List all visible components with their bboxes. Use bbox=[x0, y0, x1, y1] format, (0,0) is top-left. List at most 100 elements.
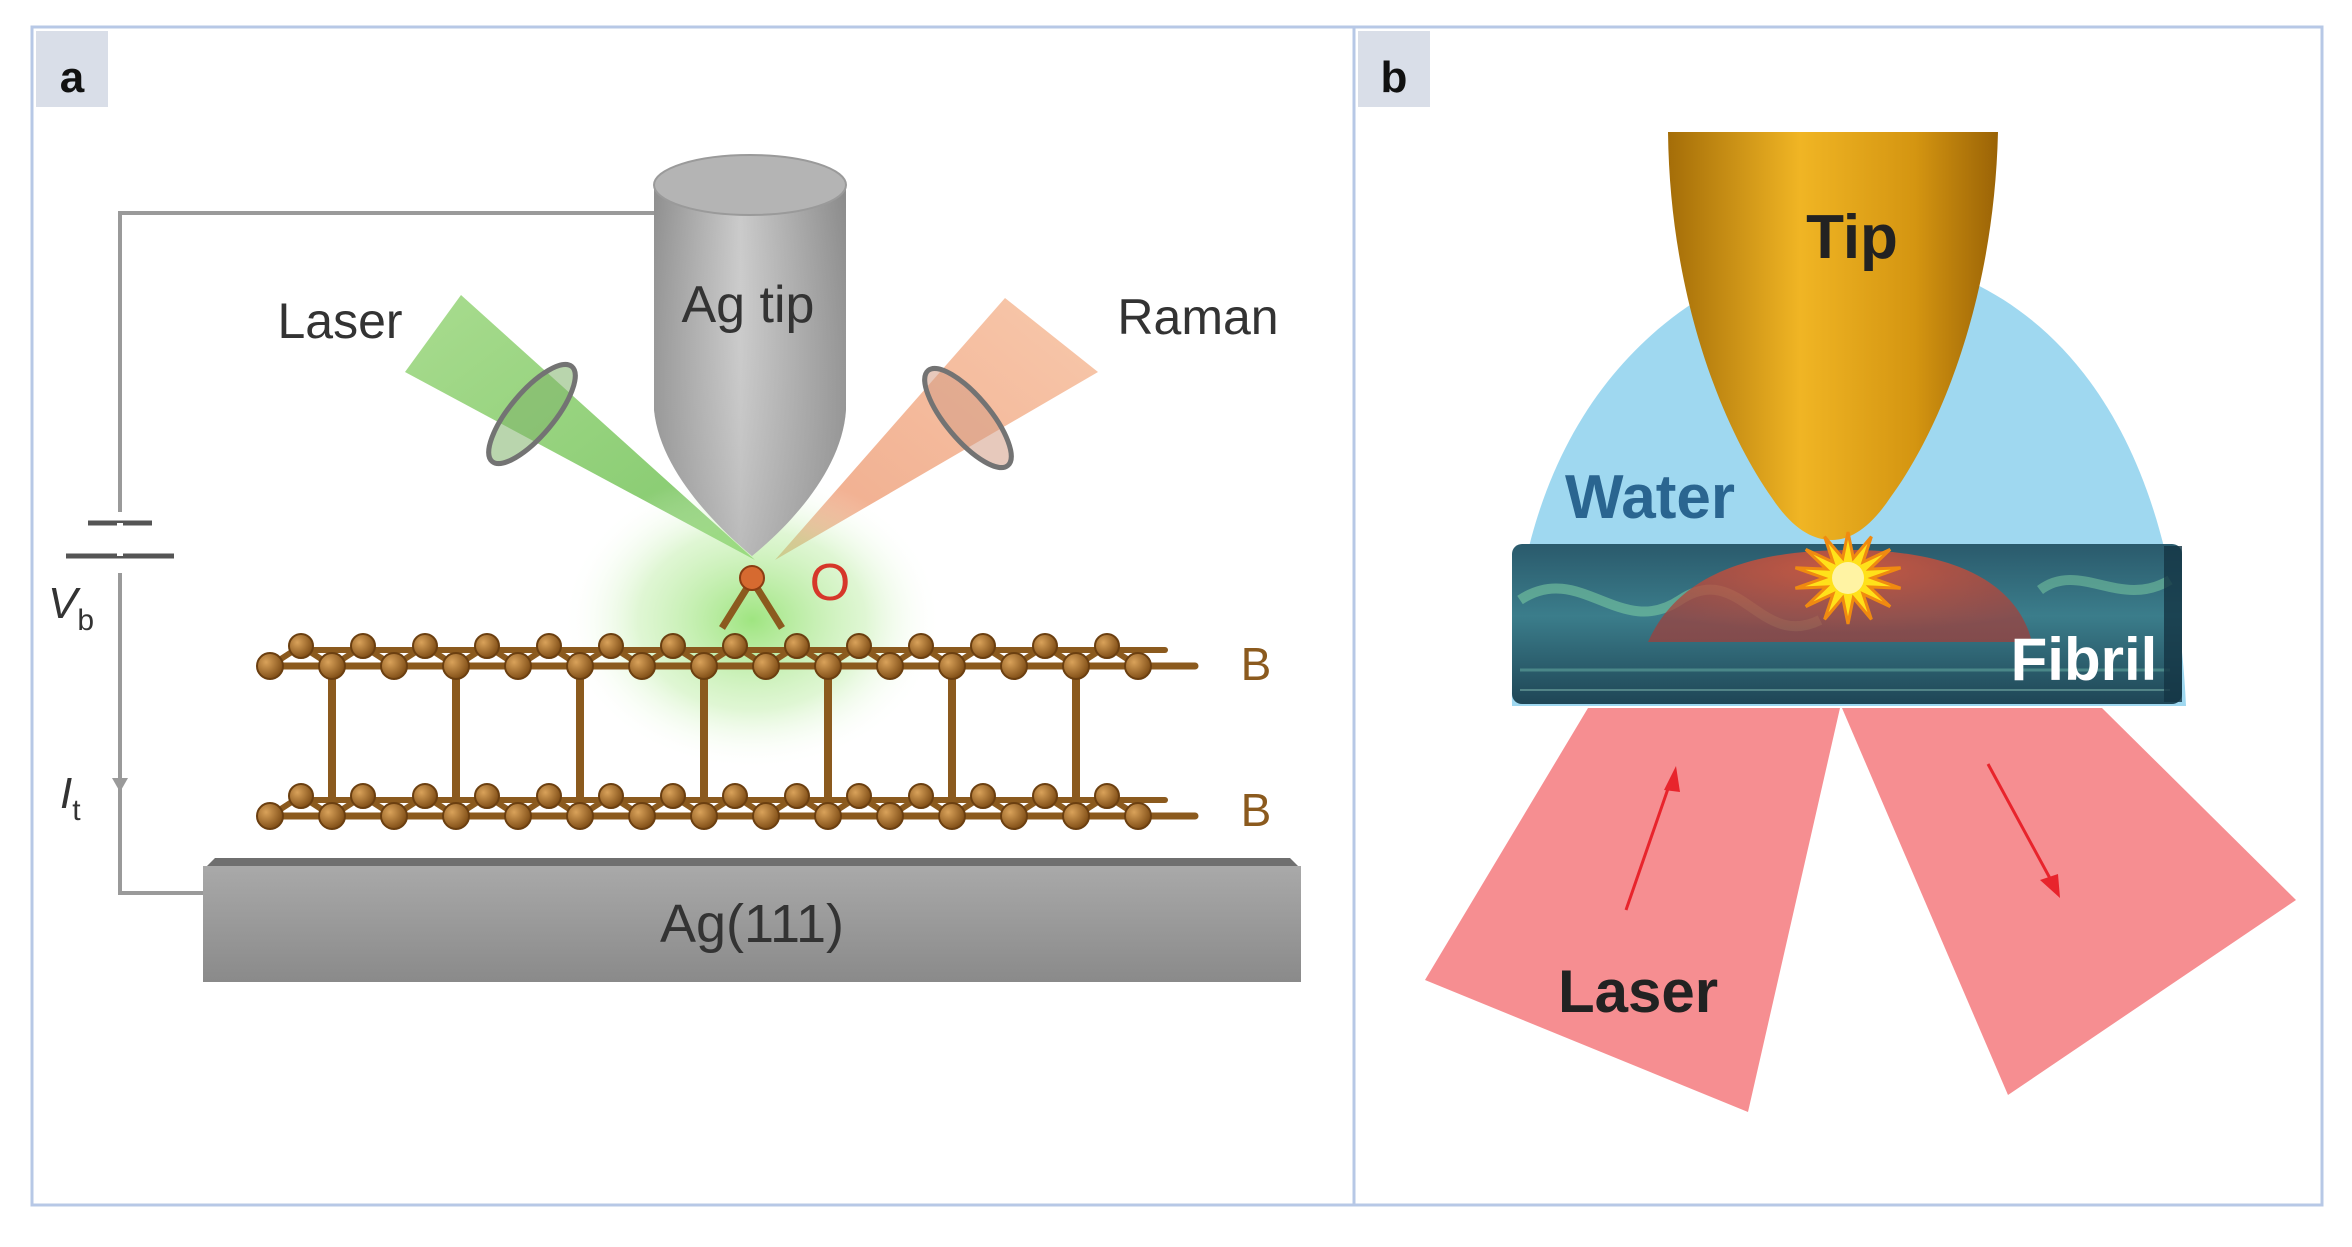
laser-lens-icon bbox=[486, 361, 578, 467]
boron-atom bbox=[350, 783, 376, 809]
substrate bbox=[203, 866, 1301, 982]
oxygen-label: O bbox=[810, 554, 850, 612]
boron-atom bbox=[846, 783, 872, 809]
boron-bottom-label: B bbox=[1241, 784, 1272, 836]
boron-atom bbox=[1124, 652, 1152, 680]
boron-atom bbox=[598, 783, 624, 809]
boron-atom bbox=[660, 783, 686, 809]
boron-atom bbox=[938, 652, 966, 680]
laser-label: Laser bbox=[277, 293, 402, 349]
fibril-end-cap bbox=[2164, 546, 2182, 702]
oxygen-atom bbox=[719, 565, 785, 630]
boron-atom bbox=[1124, 802, 1152, 830]
boron-atom bbox=[1032, 633, 1058, 659]
boron-atom bbox=[970, 633, 996, 659]
boron-atom bbox=[442, 652, 470, 680]
boron-atom bbox=[660, 633, 686, 659]
boron-atom bbox=[504, 802, 532, 830]
boron-atom bbox=[784, 783, 810, 809]
panel-b: b Water Laser Fibril Tip bbox=[1352, 25, 2324, 1207]
substrate-top-face bbox=[205, 858, 1300, 868]
oxygen-sphere bbox=[739, 565, 765, 591]
boron-atom bbox=[380, 652, 408, 680]
raman-label: Raman bbox=[1117, 289, 1278, 345]
boron-atom bbox=[1000, 802, 1028, 830]
boron-atom bbox=[690, 652, 718, 680]
substrate-label: Ag(111) bbox=[660, 894, 844, 954]
voltage-label: Vb bbox=[48, 579, 94, 637]
boron-atom bbox=[722, 783, 748, 809]
boron-atom bbox=[504, 652, 532, 680]
boron-atom bbox=[566, 802, 594, 830]
boron-atom bbox=[1062, 652, 1090, 680]
voltage-symbol: V bbox=[48, 579, 81, 628]
boron-atom bbox=[442, 802, 470, 830]
boron-atom bbox=[318, 652, 346, 680]
fibril-label: Fibril bbox=[2011, 626, 2158, 693]
laser-beam-outgoing bbox=[1842, 708, 2296, 1095]
laser-b-label: Laser bbox=[1558, 958, 1718, 1025]
incoming-arrowhead-icon bbox=[1664, 766, 1680, 792]
boron-atom bbox=[876, 802, 904, 830]
outgoing-arrow-icon bbox=[1986, 763, 2054, 883]
boron-atom bbox=[412, 783, 438, 809]
current-arrow-icon bbox=[112, 778, 128, 792]
boron-atom bbox=[1094, 783, 1120, 809]
boron-atom bbox=[876, 652, 904, 680]
boron-atom bbox=[784, 633, 810, 659]
boron-atom bbox=[722, 633, 748, 659]
borophene-bilayer bbox=[256, 633, 1199, 830]
boron-atom bbox=[814, 802, 842, 830]
ag-tip-shade bbox=[654, 185, 846, 556]
boron-atom bbox=[628, 652, 656, 680]
boron-atom bbox=[256, 802, 284, 830]
boron-atom bbox=[908, 783, 934, 809]
panel-a-label-bg bbox=[36, 31, 108, 107]
boron-atom bbox=[628, 802, 656, 830]
boron-atom bbox=[474, 783, 500, 809]
boron-atom bbox=[1000, 652, 1028, 680]
raman-lens-icon bbox=[922, 365, 1014, 471]
boron-atom bbox=[970, 783, 996, 809]
panel-a-label: a bbox=[60, 53, 85, 102]
boron-atom bbox=[690, 802, 718, 830]
boron-atom bbox=[412, 633, 438, 659]
incoming-arrow-icon bbox=[1624, 779, 1673, 911]
boron-atom bbox=[752, 802, 780, 830]
boron-atom bbox=[938, 802, 966, 830]
ag-tip-top bbox=[653, 154, 847, 216]
boron-atom bbox=[908, 633, 934, 659]
boron-atom bbox=[318, 802, 346, 830]
boron-atom bbox=[288, 633, 314, 659]
laser-beam-incoming bbox=[1425, 708, 1840, 1112]
boron-atom bbox=[566, 652, 594, 680]
voltage-subscript: b bbox=[77, 604, 94, 637]
boron-atom bbox=[814, 652, 842, 680]
boron-atom bbox=[288, 783, 314, 809]
boron-atom bbox=[1062, 802, 1090, 830]
water-label: Water bbox=[1565, 463, 1735, 532]
circuit-wire bbox=[118, 211, 660, 895]
tip-label: Tip bbox=[1806, 203, 1898, 272]
boron-atom bbox=[536, 783, 562, 809]
boron-atom bbox=[598, 633, 624, 659]
boron-top-label: B bbox=[1241, 638, 1272, 690]
boron-atom bbox=[380, 802, 408, 830]
boron-atom bbox=[536, 633, 562, 659]
panel-b-label-bg bbox=[1358, 31, 1430, 107]
ag-tip-label: Ag tip bbox=[682, 276, 815, 334]
boron-atom bbox=[474, 633, 500, 659]
boron-atom bbox=[846, 633, 872, 659]
spark-core bbox=[1832, 562, 1864, 594]
panel-b-label: b bbox=[1381, 53, 1408, 102]
outgoing-arrowhead-icon bbox=[2040, 874, 2060, 898]
gold-tip bbox=[1668, 132, 1998, 540]
boron-atom bbox=[1094, 633, 1120, 659]
boron-atom bbox=[1032, 783, 1058, 809]
boron-atom bbox=[350, 633, 376, 659]
boron-atom bbox=[256, 652, 284, 680]
panel-a: a Vb It Ag tip Laser bbox=[30, 25, 1356, 1207]
fibril-streak bbox=[2037, 575, 2173, 595]
plasmon-glow bbox=[562, 470, 942, 770]
